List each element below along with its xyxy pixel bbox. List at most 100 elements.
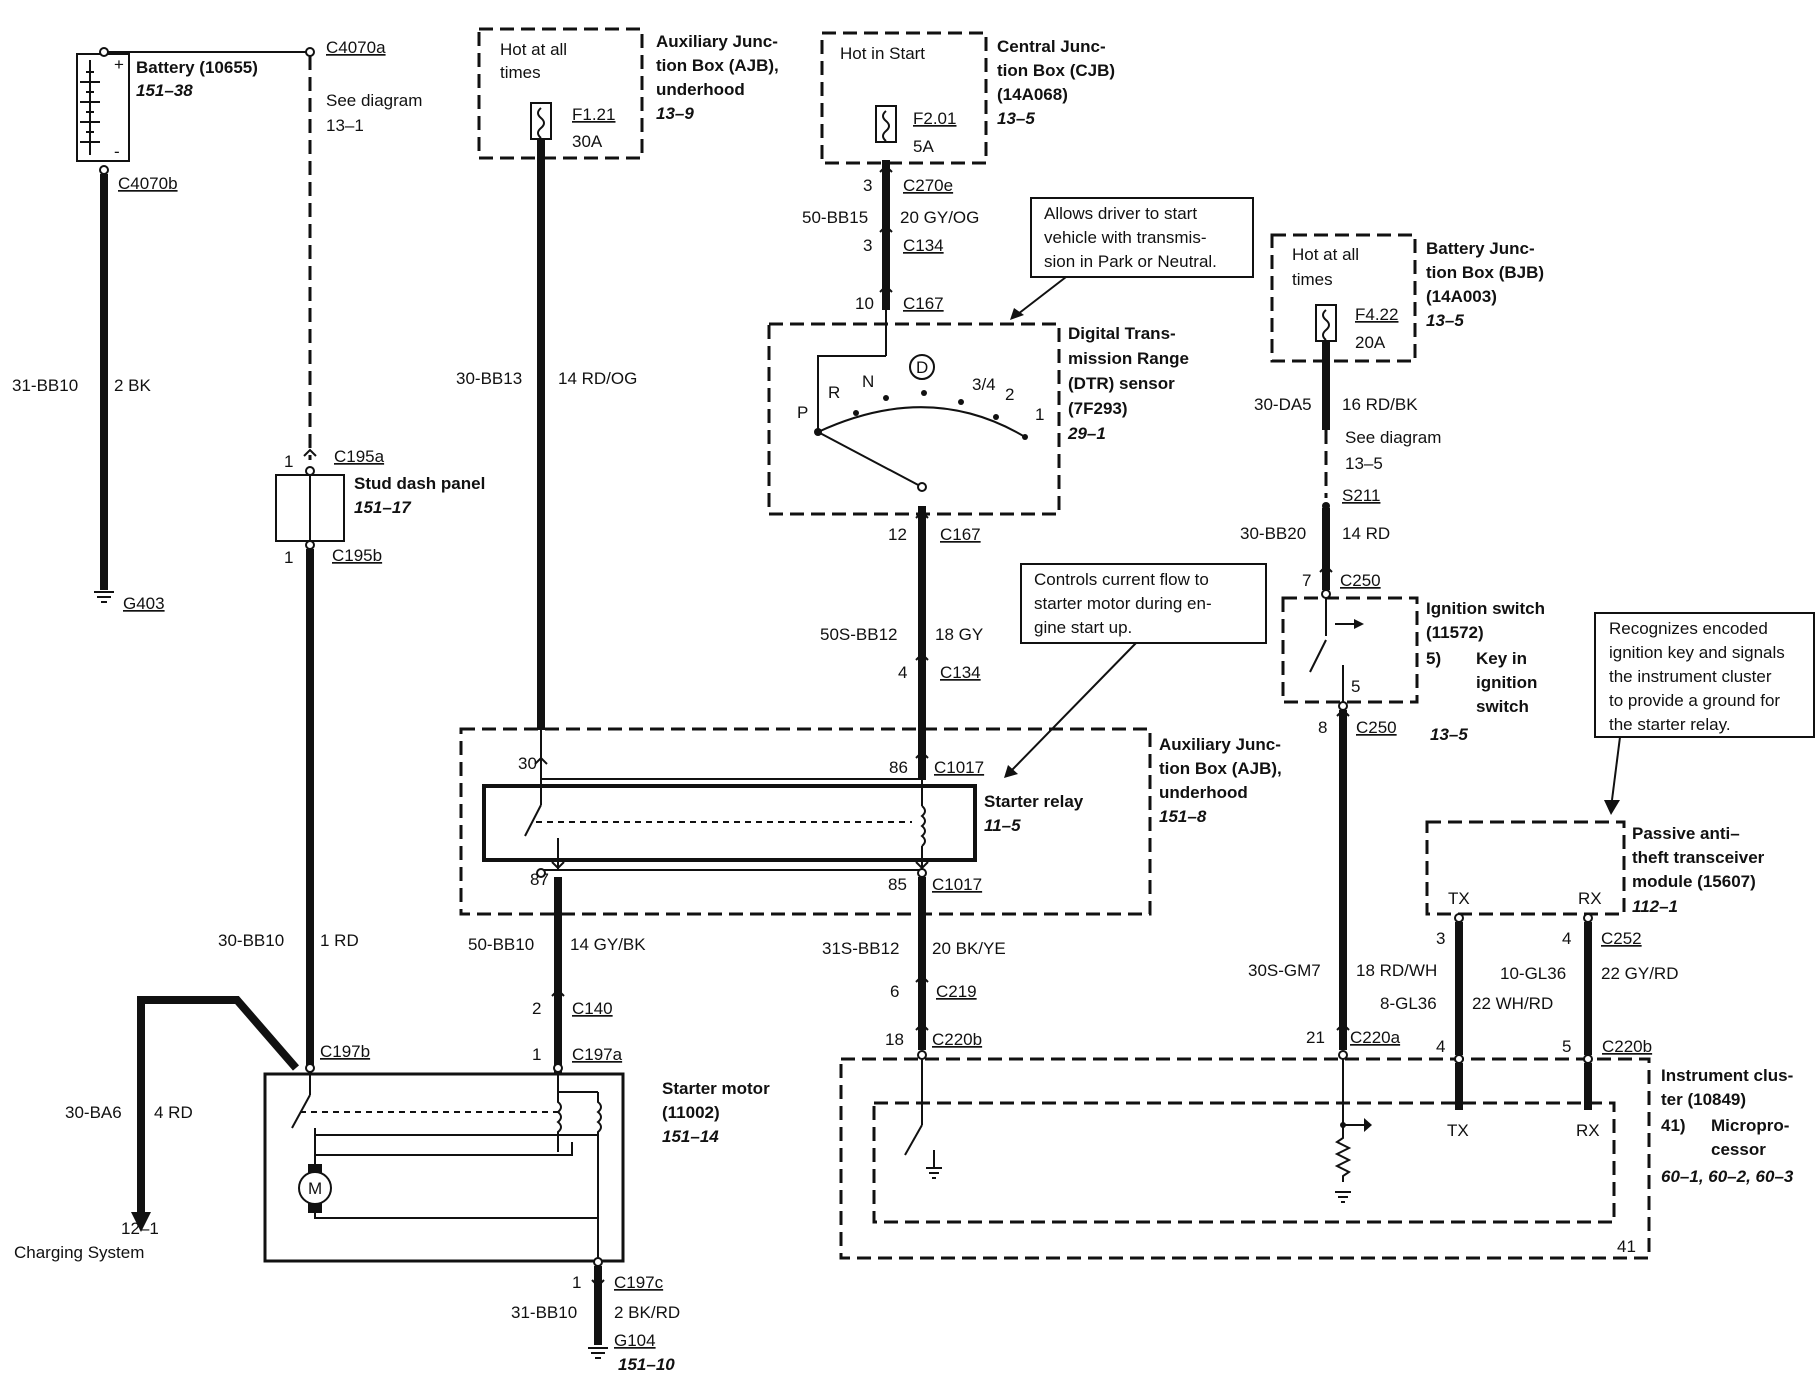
connector-c167-top: C167 xyxy=(903,294,944,313)
dtr-ref: 29–1 xyxy=(1067,424,1106,443)
ign-pin-8: 8 xyxy=(1318,718,1327,737)
ajb-name-l2: tion Box (AJB), xyxy=(656,56,779,75)
relay-pin-30: 30 xyxy=(518,754,537,773)
starter-relay-ref: 11–5 xyxy=(984,816,1021,835)
starter-motor: C197b 1 C197a M Starter motor (11002) 15… xyxy=(263,1042,770,1267)
connector-c4070b: C4070b xyxy=(118,174,178,193)
cjb-pin-3a: 3 xyxy=(863,176,872,195)
starter-relay-name: Starter relay xyxy=(984,792,1084,811)
wire-30-bb13-color: 14 RD/OG xyxy=(558,369,637,388)
connector-marks xyxy=(303,164,1350,1288)
note-relay-l1: Controls current flow to xyxy=(1034,570,1209,589)
note-pats-l4: to provide a ground for xyxy=(1609,691,1780,710)
cluster-num: 41 xyxy=(1617,1237,1636,1256)
ground-icon xyxy=(94,591,114,603)
starter-pin-2: 2 xyxy=(532,999,541,1018)
relay-pin-85: 85 xyxy=(888,875,907,894)
ign-key-l2: ignition xyxy=(1476,673,1537,692)
fuse-f4-22: F4.22 xyxy=(1355,305,1398,324)
ajb-name-l1: Auxiliary Junc- xyxy=(656,32,778,51)
ground-icon xyxy=(588,1347,608,1359)
arrow-down-icon xyxy=(1604,800,1620,815)
fuse-f2-01-amps: 5A xyxy=(913,137,934,156)
dtr-name-l1: Digital Trans- xyxy=(1068,324,1176,343)
ajb-hot-l2: times xyxy=(500,63,541,82)
microprocessor xyxy=(872,1101,1616,1224)
charging-label: Charging System xyxy=(14,1243,144,1262)
dtr-n: N xyxy=(862,372,874,391)
dtr-p: P xyxy=(797,403,808,422)
ajb-name-l3: underhood xyxy=(656,80,745,99)
wire-50s-bb12-color: 18 GY xyxy=(935,625,983,644)
ground-g403: G403 xyxy=(123,594,165,613)
connector-c270e: C270e xyxy=(903,176,953,195)
cluster-rx: RX xyxy=(1576,1121,1600,1140)
note-dtr-l3: sion in Park or Neutral. xyxy=(1044,252,1217,271)
cjb-name-l1: Central Junc- xyxy=(997,37,1106,56)
wire-10-gl36-color: 22 GY/RD xyxy=(1601,964,1678,983)
wire-50-bb15-id: 50-BB15 xyxy=(802,208,868,227)
ign-key-l3: switch xyxy=(1476,697,1529,716)
fuse-f4-22-amps: 20A xyxy=(1355,333,1386,352)
ground-g104: G104 xyxy=(614,1331,656,1350)
wire-8-gl36-id: 8-GL36 xyxy=(1380,994,1437,1013)
connector-c220b-right: C220b xyxy=(1602,1037,1652,1056)
charging-ref: 12–1 xyxy=(121,1219,159,1238)
connector-c197b: C197b xyxy=(320,1042,370,1061)
ign-pos: 5) xyxy=(1426,649,1441,668)
wire-50-bb15-color: 20 GY/OG xyxy=(900,208,979,227)
wire-50-bb10-id: 50-BB10 xyxy=(468,935,534,954)
starter-ref: 151–14 xyxy=(662,1127,719,1146)
dtr-d: D xyxy=(916,358,928,377)
ajb2-name-l2: tion Box (AJB), xyxy=(1159,759,1282,778)
dtr-r: R xyxy=(828,383,840,402)
fuse-f1-21-amps: 30A xyxy=(572,132,603,151)
wire-31s-bb12-color: 20 BK/YE xyxy=(932,939,1006,958)
bjb-name-l1: Battery Junc- xyxy=(1426,239,1535,258)
wire-31s-bb12-id: 31S-BB12 xyxy=(822,939,900,958)
ign-ref: 13–5 xyxy=(1430,725,1468,744)
battery-junction-box: Hot at all times F4.22 20A Battery Junc-… xyxy=(1270,233,1544,363)
connector-c1017-top: C1017 xyxy=(934,758,984,777)
cluster-pin-5: 5 xyxy=(1562,1037,1571,1056)
cjb-name-l3: (14A068) xyxy=(997,85,1068,104)
fuse-icon xyxy=(875,105,897,143)
charging-wire-color: 4 RD xyxy=(154,1103,193,1122)
ground-icon xyxy=(926,1167,942,1179)
dtr-pin-12: 12 xyxy=(888,525,907,544)
note-dtr-l2: vehicle with transmis- xyxy=(1044,228,1207,247)
ajb-relay-box: 30 86 C1017 87 85 C1017 Starter relay 11… xyxy=(459,727,1282,916)
motor-m: M xyxy=(308,1179,322,1198)
cluster-name-l2: ter (10849) xyxy=(1661,1090,1746,1109)
wire-30-da5-id: 30-DA5 xyxy=(1254,395,1312,414)
note-relay-l3: gine start up. xyxy=(1034,618,1132,637)
connector-c250-bottom: C250 xyxy=(1356,718,1397,737)
connector-c252: C252 xyxy=(1601,929,1642,948)
wire-50-bb10-color: 14 GY/BK xyxy=(570,935,646,954)
starter-num: (11002) xyxy=(662,1103,720,1122)
cluster-ref: 60–1, 60–2, 60–3 xyxy=(1661,1167,1794,1186)
connector-c134-bottom: C134 xyxy=(940,663,981,682)
arrow-down-icon xyxy=(131,1212,151,1232)
ground-icon xyxy=(1335,1191,1351,1203)
bjb-see-1: See diagram xyxy=(1345,428,1441,447)
battery-plus-sign: + xyxy=(114,55,124,74)
pats-name-l3: module (15607) xyxy=(1632,872,1756,891)
bjb-hot-l2: times xyxy=(1292,270,1333,289)
cluster-name-l1: Instrument clus- xyxy=(1661,1066,1793,1085)
cluster-pos: 41) xyxy=(1661,1116,1686,1135)
starter-name: Starter motor xyxy=(662,1079,770,1098)
wire-30-da5-color: 16 RD/BK xyxy=(1342,395,1418,414)
pats-module: TX RX Passive anti– theft transceiver mo… xyxy=(1425,820,1765,923)
battery-wire-id: 31-BB10 xyxy=(12,376,78,395)
bjb-hot-l1: Hot at all xyxy=(1292,245,1359,264)
pats-name-l1: Passive anti– xyxy=(1632,824,1740,843)
connector-c195a: C195a xyxy=(334,447,385,466)
ajb-ref: 13–9 xyxy=(656,104,694,123)
cluster-mp-l2: cessor xyxy=(1711,1140,1766,1159)
connector-c1017-bottom: C1017 xyxy=(932,875,982,894)
note-relay: Controls current flow to starter motor d… xyxy=(1004,563,1267,778)
see-diagram-13-1-ref: 13–1 xyxy=(326,116,364,135)
stud-dash-panel: 1 C195a Stud dash panel 151–17 1 C195b xyxy=(275,447,485,567)
connector-c195b: C195b xyxy=(332,546,382,565)
